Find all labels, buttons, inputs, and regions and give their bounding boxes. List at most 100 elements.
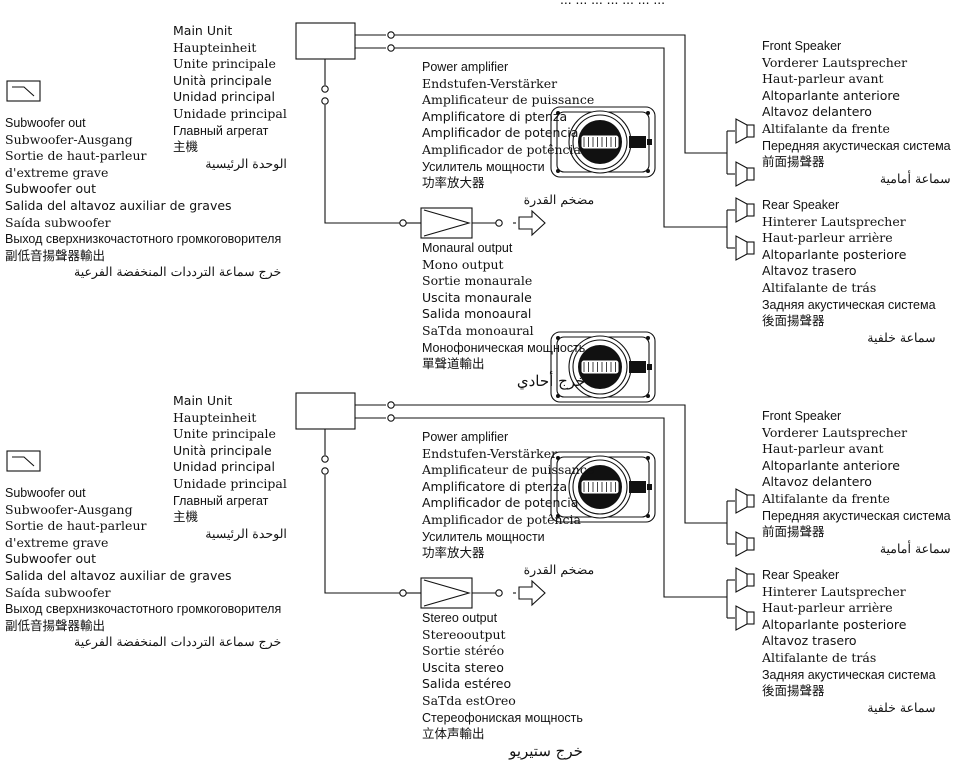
rear-speaker-label-line: Altifalante de trás [762, 279, 877, 295]
power-amplifier-label-line: Power amplifier [422, 60, 509, 74]
main-unit-label-line: 主機 [173, 509, 199, 525]
rear-speaker-label-line: Altifalante de trás [762, 649, 877, 665]
subwoofer-out-label-line: Saída subwoofer [5, 584, 111, 600]
main-unit-label-line: Haupteinheit [173, 409, 257, 425]
main-unit-label-line: Unità principale [173, 72, 272, 88]
rear-speaker-left-icon [746, 203, 755, 217]
main-unit-label-line: Unità principale [173, 442, 272, 458]
connector-node [399, 589, 407, 597]
front-wire [394, 404, 727, 524]
subwoofer-out-label-line: Sortie de haut-parleur [5, 518, 147, 534]
front-speaker-label-line: Vorderer Lautsprecher [762, 54, 908, 70]
front-speaker-label-line: Altoparlante anteriore [762, 457, 900, 473]
connector-node [387, 31, 395, 39]
rear-speaker-label-line: Altavoz trasero [762, 633, 857, 649]
subwoofer-wire [324, 475, 400, 594]
power-amplifier-label-line: Power amplifier [422, 430, 509, 444]
front-speaker-label-line: Altifalante da frente [762, 120, 890, 136]
connector-node [321, 467, 329, 475]
rear-speaker-left-icon [746, 573, 755, 587]
rear-speaker-label-line: Задняя акустическая система [762, 667, 936, 682]
front-speaker-label-line: سماعة أمامية [879, 170, 951, 186]
output-label-line: خرج أحادي [516, 371, 586, 390]
rear-speaker-right-icon-cone [735, 605, 748, 631]
subwoofer-out-label-line: Sortie de haut-parleur [5, 148, 147, 164]
connector-node [387, 44, 395, 52]
main-unit-label-line: Unidad principal [173, 459, 275, 475]
rear-speaker-label-line: سماعة خلفية [867, 329, 936, 345]
subwoofer-speaker-image-b [550, 451, 656, 523]
output-label-line: Монофоническая мощность [422, 340, 586, 355]
low-pass-curve [12, 456, 35, 467]
subwoofer-out-label-line: 副低音揚聲器輸出 [5, 247, 106, 263]
power-amplifier-label-line: Усилитель мощности [422, 529, 545, 544]
rear-speaker-label-line: Задняя акустическая система [762, 297, 936, 312]
power-amplifier-label-line: Amplificador de potência [422, 141, 581, 157]
output-label-line: Sortie stéréo [422, 643, 505, 659]
connector-node [321, 85, 329, 93]
output-label-line: 單聲道輸出 [422, 356, 485, 372]
connector-node [387, 414, 395, 422]
main-unit-box [295, 22, 356, 60]
subwoofer-out-label-line: 副低音揚聲器輸出 [5, 617, 106, 633]
power-amplifier-label-line: Amplificador de potencia [422, 495, 579, 511]
power-amplifier-label-line: Amplificateur de puissance [422, 462, 595, 478]
front-speaker-label-line: سماعة أمامية [879, 540, 951, 556]
subwoofer-out-label-line: Subwoofer out [5, 486, 86, 500]
subwoofer-out-label-line: Salida del altavoz auxiliar de graves [5, 197, 232, 213]
power-amplifier-label-line: Endstufen-Verstärker [422, 75, 558, 91]
main-unit-label-line: 主機 [173, 139, 199, 155]
connector-node [321, 97, 329, 105]
power-amplifier-label-line: Amplificador de potencia [422, 125, 579, 141]
amplifier-box [420, 577, 473, 609]
rear-speaker-label-line: Rear Speaker [762, 198, 840, 212]
rear-wire [394, 417, 727, 598]
rear-speaker-label-line: 後面揚聲器 [762, 313, 825, 329]
power-amplifier-label-line: Усилитель мощности [422, 159, 545, 174]
subwoofer-speaker-image [550, 106, 656, 178]
subwoofer-out-label-line: Subwoofer-Ausgang [5, 501, 133, 517]
front-speaker-label-line: Haut-parleur avant [762, 71, 884, 87]
front-speaker-label-line: Altoparlante anteriore [762, 87, 900, 103]
main-unit-label-line: الوحدة الرئيسية [205, 525, 287, 541]
rear-speaker-label-line: 後面揚聲器 [762, 683, 825, 699]
amplifier-triangle-icon [423, 209, 471, 237]
rear-speaker-label-line: Rear Speaker [762, 568, 840, 582]
subwoofer-out-label-line: Subwoofer-Ausgang [5, 131, 133, 147]
main-unit-label-line: Haupteinheit [173, 39, 257, 55]
main-unit-label-line: Главный агрегат [173, 493, 269, 508]
output-label-line: SaTda estOreo [422, 692, 516, 708]
front-speaker-left-icon [746, 494, 755, 508]
rear-speaker-label-line: Haut-parleur arrière [762, 230, 893, 246]
output-label-line: Mono output [422, 256, 504, 272]
front-speaker-label-line: 前面揚聲器 [762, 154, 825, 170]
output-arrow-icon [518, 579, 546, 607]
connector-node [399, 219, 407, 227]
connector-node [321, 455, 329, 463]
power-amplifier-label-line: Amplificatore di ptenza [422, 478, 568, 494]
front-speaker-label-line: Vorderer Lautsprecher [762, 424, 908, 440]
main-unit-label-line: الوحدة الرئيسية [205, 155, 287, 171]
front-wire [394, 34, 727, 154]
header-fragment: ... ... ... ... ... ... ... [560, 0, 665, 7]
output-arrow-icon [518, 209, 546, 237]
subwoofer-speaker-image-a [550, 331, 656, 403]
output-label-line: SaTda monoaural [422, 322, 534, 338]
output-label-line: Salida monoaural [422, 306, 532, 322]
front-speaker-label-line: Altifalante da frente [762, 490, 890, 506]
subwoofer-out-label-line: Subwoofer out [5, 181, 96, 197]
low-pass-curve [12, 86, 35, 97]
power-amplifier-label-line: 功率放大器 [422, 175, 485, 191]
rear-speaker-right-icon [746, 241, 755, 255]
power-amplifier-label-line: 功率放大器 [422, 545, 485, 561]
main-unit-label-line: Unidade principal [173, 105, 287, 121]
